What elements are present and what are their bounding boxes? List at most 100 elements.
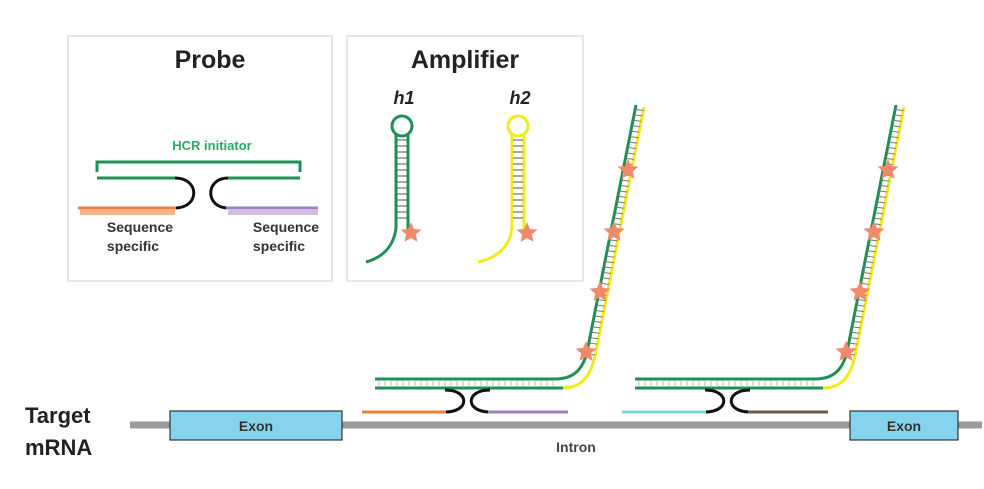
base-pair	[854, 315, 863, 318]
base-pair	[613, 217, 623, 220]
base-pair	[880, 185, 889, 188]
base-pair	[608, 244, 617, 247]
base-pair	[602, 277, 611, 280]
fluorophore-star-icon	[877, 159, 899, 179]
base-pair	[867, 250, 876, 253]
base-pair	[632, 125, 641, 128]
h1-polymer-strand	[635, 104, 898, 381]
base-pair	[618, 195, 627, 198]
base-pair	[596, 304, 605, 307]
base-pair	[850, 337, 859, 340]
base-pair	[605, 261, 614, 264]
h1-hairpin-fluorophore-star-icon	[400, 222, 422, 242]
fluorophore-star-icon	[835, 341, 857, 361]
base-pair	[874, 212, 884, 215]
fluorophore-star-icon	[849, 281, 871, 301]
base-pair	[892, 125, 901, 128]
base-pair	[868, 244, 877, 247]
base-pair	[607, 250, 616, 253]
base-pair	[609, 239, 618, 242]
h1-hairpin-loop	[390, 114, 414, 138]
probe-panel: Probe HCR initiator Sequence specific Se…	[67, 35, 333, 282]
probe-right-ticks	[228, 209, 318, 215]
base-pair	[600, 282, 610, 285]
probe-amplifier-assembly-1	[362, 104, 646, 414]
base-pair	[594, 315, 603, 318]
base-pair	[855, 310, 864, 313]
base-pair	[593, 320, 602, 323]
exon-right	[849, 410, 959, 441]
h2-hairpin-fluorophore-star-icon	[516, 222, 538, 242]
base-pair	[866, 255, 875, 258]
target-label: Target	[25, 403, 91, 428]
base-pair	[606, 255, 615, 258]
probe-left-ticks	[80, 209, 175, 215]
probe-left-linker	[704, 388, 726, 414]
base-pair	[894, 114, 903, 117]
base-pair	[873, 217, 883, 220]
base-pair	[635, 108, 644, 111]
probe-left-linker	[174, 176, 196, 210]
base-pair	[595, 310, 604, 313]
base-pair	[881, 179, 890, 182]
probe-right-linker	[469, 388, 491, 414]
base-pair	[876, 206, 885, 209]
right-seq-label-1: Sequence	[253, 219, 319, 235]
h1-hairpin-stem-left	[365, 134, 398, 264]
h2-label: h2	[509, 88, 530, 108]
exon-left	[169, 410, 343, 441]
target-mrna: Exon Exon Intron Target mRNA	[25, 403, 982, 460]
base-pair	[857, 299, 866, 302]
probe-left-linker	[444, 388, 466, 414]
fluorophore-star-icon	[575, 341, 597, 361]
base-pair	[630, 136, 639, 139]
base-pair	[603, 271, 612, 274]
base-pair	[633, 119, 642, 122]
base-pair	[631, 130, 640, 133]
amplifier-panel: Amplifier h1 h2	[346, 35, 584, 282]
base-pair	[620, 185, 629, 188]
base-pair	[879, 190, 888, 193]
probe-right-linker	[209, 176, 229, 210]
base-pair	[863, 271, 872, 274]
base-pair	[852, 326, 861, 329]
base-pair	[887, 147, 897, 150]
amplifier-title: Amplifier	[411, 46, 520, 74]
base-pair	[888, 141, 898, 144]
base-pair	[589, 342, 598, 345]
base-pair	[614, 212, 624, 215]
base-pair	[893, 119, 902, 122]
fluorophore-star-icon	[589, 281, 611, 301]
base-pair	[869, 239, 878, 242]
base-pair	[627, 147, 637, 150]
h2-hairpin-stem-left	[477, 134, 514, 264]
h1-hairpin	[365, 114, 422, 264]
base-pair	[619, 190, 628, 193]
base-pair	[617, 201, 626, 204]
intron-label: Intron	[556, 439, 596, 455]
base-pair	[865, 261, 874, 264]
base-pair	[890, 136, 899, 139]
base-pair	[849, 342, 858, 345]
h2-hairpin-loop	[506, 114, 530, 138]
fluorophore-star-icon	[863, 221, 885, 241]
fluorophore-star-icon	[603, 221, 625, 241]
left-seq-label-1: Sequence	[107, 219, 173, 235]
base-pair	[862, 277, 871, 280]
h1-label: h1	[393, 88, 414, 108]
base-pair	[625, 157, 634, 160]
probe-title: Probe	[175, 46, 246, 74]
base-pair	[621, 179, 630, 182]
base-pair	[592, 326, 601, 329]
base-pair	[634, 114, 643, 117]
base-pair	[626, 152, 635, 155]
initiator-bracket	[95, 160, 302, 172]
base-pair	[895, 108, 904, 111]
mrna-label: mRNA	[25, 435, 92, 460]
h2-polymer-strand	[562, 106, 646, 390]
base-pair	[860, 282, 870, 285]
base-pair	[886, 152, 895, 155]
left-seq-label-2: specific	[107, 238, 159, 254]
base-pair	[877, 201, 886, 204]
